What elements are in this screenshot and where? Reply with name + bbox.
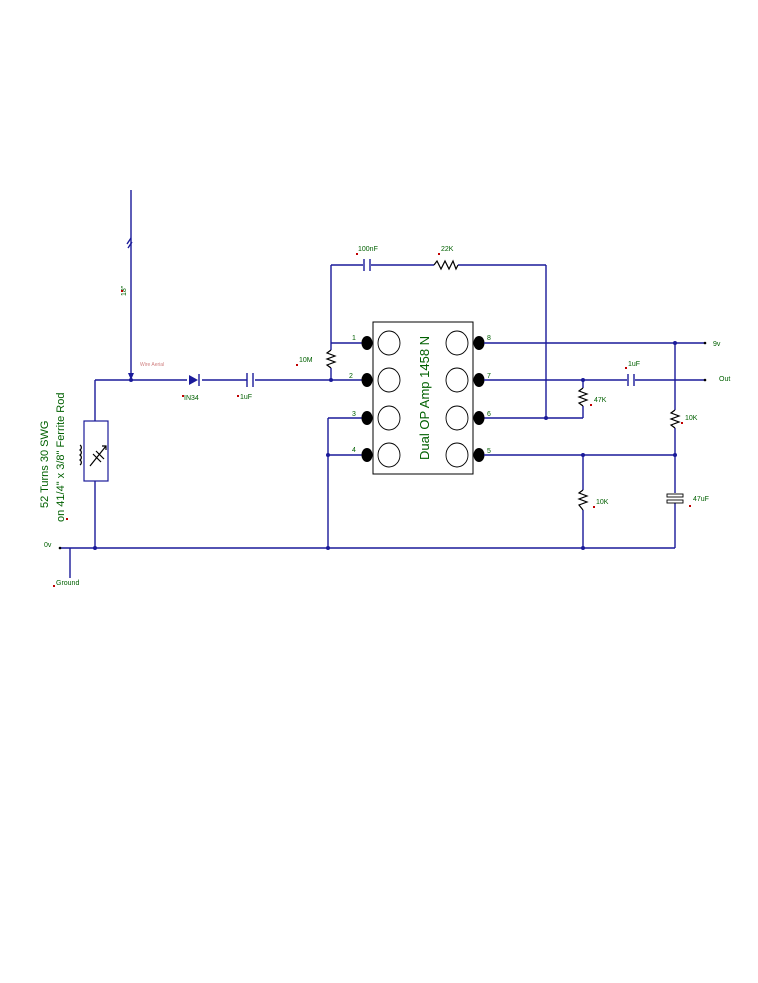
- divider-resistor-bottom-label: 10K: [596, 499, 609, 506]
- pin-4-label: 4: [352, 447, 356, 454]
- zero-volt-label: 0v: [44, 542, 52, 549]
- pin5-divider-wires: [484, 453, 675, 548]
- supply-terminal-label: 9v: [713, 341, 721, 348]
- supply-wires: [484, 341, 705, 548]
- output-resistor-47k: [577, 387, 589, 407]
- input-wires: [94, 378, 362, 421]
- pin-2-label: 2: [349, 373, 353, 380]
- electrolytic-capacitor-label: 47uF: [693, 496, 709, 503]
- wire-aerial-label: Wire Aerial: [140, 362, 164, 368]
- bias-resistor-10m: [325, 342, 362, 380]
- divider-resistor-top-10k: [669, 409, 681, 429]
- feedback-capacitor: [363, 259, 371, 271]
- input-capacitor: [246, 373, 254, 387]
- diode-label: IN34: [184, 395, 199, 402]
- input-capacitor-label: 1uF: [240, 394, 252, 401]
- output-wires: [484, 378, 705, 419]
- wire-aerial: [126, 190, 134, 380]
- output-capacitor-label: 1uF: [628, 361, 640, 368]
- ground-label: Ground: [56, 580, 79, 587]
- coil-spec-line-2: on 41/4" x 3/8" Ferrite Rod: [55, 393, 67, 523]
- coil-icon: [78, 444, 82, 466]
- output-terminal-label: Out: [719, 376, 730, 383]
- ic-label: Dual OP Amp 1458 N: [417, 336, 432, 460]
- diode-in34: [189, 374, 200, 386]
- output-resistor-label: 47K: [594, 397, 607, 404]
- divider-resistor-top-label: 10K: [685, 415, 698, 422]
- pin-8-label: 8: [487, 335, 491, 342]
- output-terminal: [703, 378, 707, 382]
- antenna-length-label: 18": [121, 285, 128, 296]
- pin-3-label: 3: [352, 411, 356, 418]
- pin-7-label: 7: [487, 373, 491, 380]
- feedback-wires: [330, 264, 548, 420]
- tuned-circuit: [83, 420, 109, 548]
- pin-5-label: 5: [487, 448, 491, 455]
- zero-volt-rail: [58, 546, 675, 578]
- bias-resistor-label: 10M: [299, 357, 313, 364]
- feedback-resistor-label: 22K: [441, 246, 454, 253]
- ic-1458-package: [361, 321, 485, 475]
- divider-resistor-bottom-10k: [577, 489, 589, 511]
- supply-terminal: [703, 341, 707, 345]
- output-capacitor: [627, 374, 635, 386]
- electrolytic-capacitor-47uf: [666, 493, 684, 504]
- coil-spec-line-1: 52 Turns 30 SWG: [39, 421, 51, 508]
- feedback-resistor: [433, 259, 459, 271]
- ground-return-wires: [326, 417, 362, 548]
- pin-6-label: 6: [487, 411, 491, 418]
- variable-capacitor-icon: [89, 445, 107, 467]
- pin-1-label: 1: [352, 335, 356, 342]
- feedback-capacitor-label: 100nF: [358, 246, 378, 253]
